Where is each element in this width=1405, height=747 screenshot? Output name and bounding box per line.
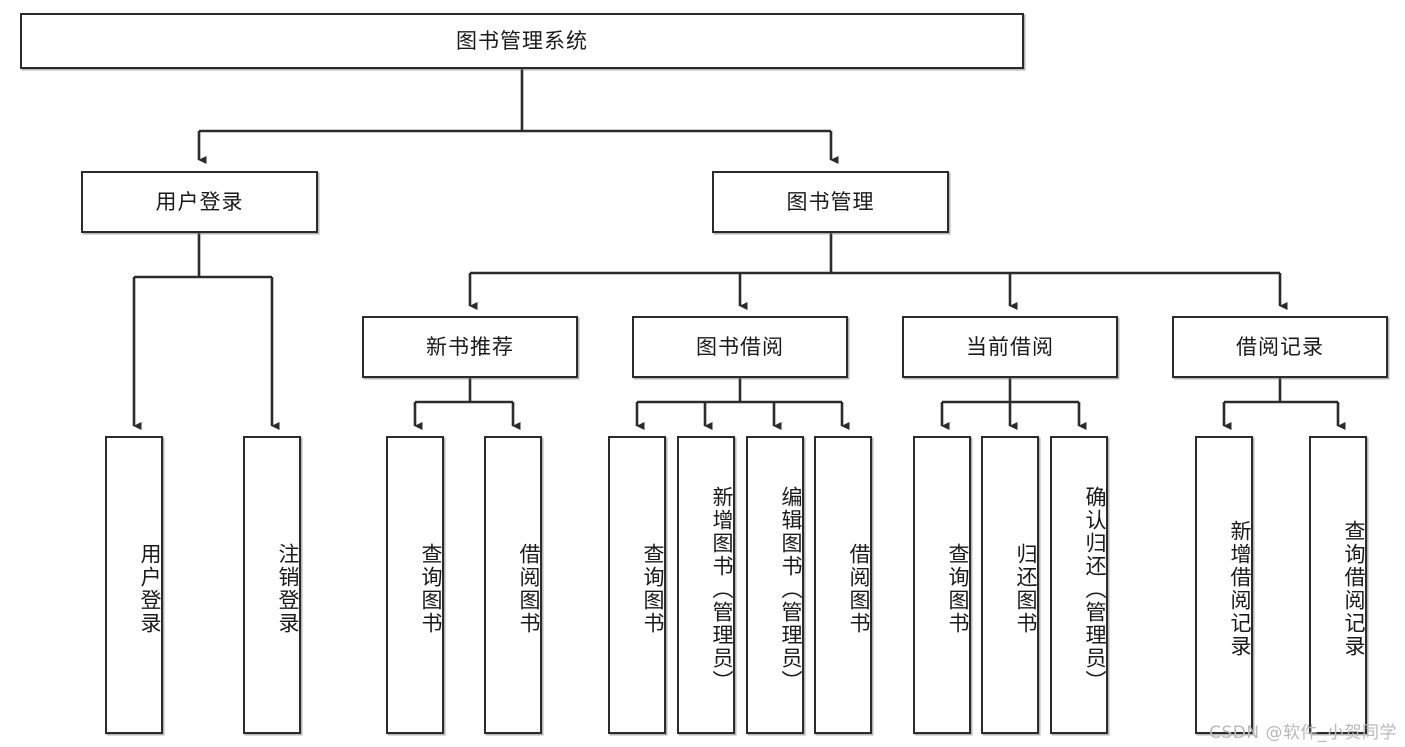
node-leaf-add-book[interactable]: 新增图书（管理员） [677,436,735,734]
node-user-login[interactable]: 用户登录 [81,171,318,233]
node-leaf-borrow-book-2[interactable]: 借阅图书 [814,436,872,734]
node-book-manage-label: 图书管理 [786,189,875,214]
node-leaf-query-book-2[interactable]: 查询图书 [608,436,666,734]
node-root-book-management-system[interactable]: 图书管理系统 [20,13,1024,69]
node-leaf-edit-book-label: 编辑图书（管理员） [779,485,803,693]
node-leaf-logout-login-label: 注销登录 [276,543,300,635]
node-leaf-query-book-2-label: 查询图书 [641,543,665,635]
node-leaf-borrow-book-1[interactable]: 借阅图书 [484,436,542,734]
node-leaf-borrow-book-1-label: 借阅图书 [517,543,541,635]
node-leaf-add-book-label: 新增图书（管理员） [710,485,734,693]
node-leaf-add-record-label: 新增借阅记录 [1228,520,1252,658]
node-leaf-query-book-3-label: 查询图书 [946,543,970,635]
csdn-watermark: CSDN @软件_小贺同学 [1209,723,1397,743]
node-leaf-query-record[interactable]: 查询借阅记录 [1309,436,1367,734]
node-book-borrow[interactable]: 图书借阅 [632,316,848,378]
node-leaf-query-book-1-label: 查询图书 [419,543,443,635]
node-leaf-confirm-return-label: 确认归还（管理员） [1083,485,1107,693]
node-current-borrow[interactable]: 当前借阅 [902,316,1118,378]
node-root-label: 图书管理系统 [456,28,588,53]
node-leaf-add-record[interactable]: 新增借阅记录 [1195,436,1253,734]
node-leaf-user-login[interactable]: 用户登录 [105,436,163,734]
node-leaf-edit-book[interactable]: 编辑图书（管理员） [746,436,804,734]
node-leaf-query-book-3[interactable]: 查询图书 [913,436,971,734]
node-book-manage[interactable]: 图书管理 [712,171,949,233]
node-user-login-label: 用户登录 [155,189,244,214]
node-leaf-return-book-label: 归还图书 [1014,543,1038,635]
node-leaf-query-book-1[interactable]: 查询图书 [386,436,444,734]
node-borrow-record-label: 借阅记录 [1236,334,1324,359]
node-leaf-return-book[interactable]: 归还图书 [981,436,1039,734]
node-leaf-borrow-book-2-label: 借阅图书 [847,543,871,635]
node-new-book-recommend[interactable]: 新书推荐 [362,316,578,378]
node-borrow-record[interactable]: 借阅记录 [1172,316,1388,378]
node-new-book-recommend-label: 新书推荐 [426,334,514,359]
node-leaf-user-login-label: 用户登录 [138,543,162,635]
node-book-borrow-label: 图书借阅 [696,334,784,359]
node-current-borrow-label: 当前借阅 [966,334,1054,359]
node-leaf-confirm-return[interactable]: 确认归还（管理员） [1050,436,1108,734]
node-leaf-logout-login[interactable]: 注销登录 [243,436,301,734]
node-leaf-query-record-label: 查询借阅记录 [1342,520,1366,658]
